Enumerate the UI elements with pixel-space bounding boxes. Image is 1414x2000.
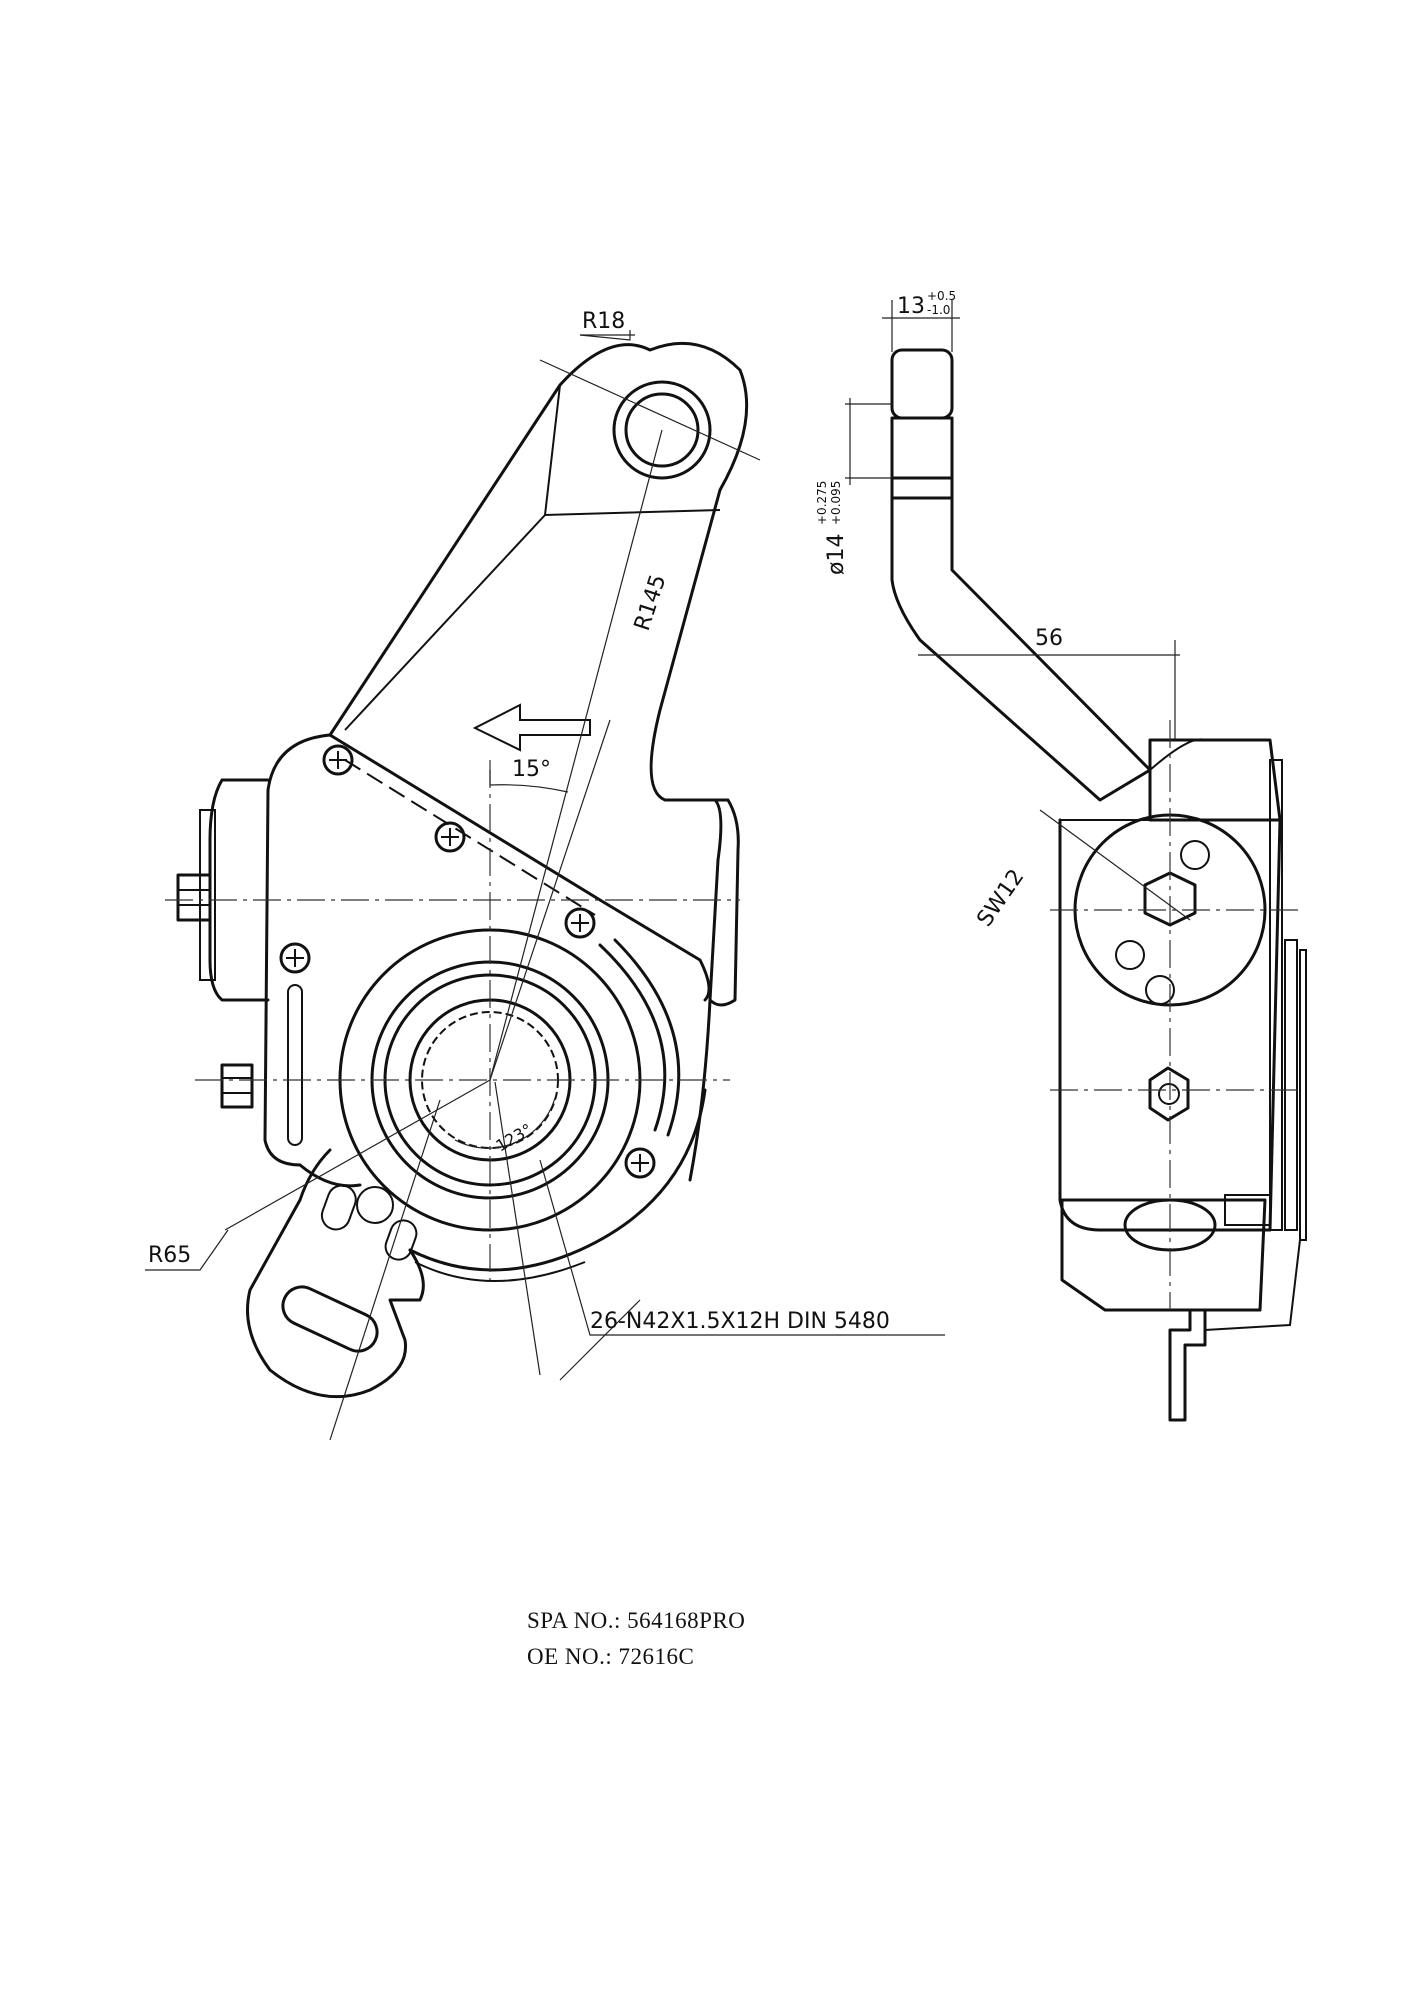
disc-hole-3 (1145, 975, 1175, 1005)
worm-housing (208, 778, 270, 1002)
bracket-hole (356, 1186, 394, 1224)
eye-section-top (890, 348, 954, 420)
eye-outer (612, 380, 712, 480)
screw-5 (624, 1147, 656, 1179)
dim-thickness-lower-tol: -1.0 (927, 303, 950, 317)
dim-bore-14: ø14 (824, 534, 849, 575)
angle-123-arc (454, 1097, 556, 1149)
bracket-slot (281, 1285, 379, 1353)
r65-line (224, 1079, 491, 1231)
disc-hole-2 (1115, 940, 1145, 970)
housing-bottom-flange (414, 1261, 586, 1282)
dim-r18: R18 (582, 309, 625, 334)
dim-bore-lower-tol: +0.095 (829, 481, 843, 525)
dim-sw12: SW12 (972, 865, 1029, 932)
lever-arm-outline (328, 341, 749, 862)
dim-angle-15: 15° (512, 757, 551, 782)
screw-4 (279, 942, 311, 974)
dim-bore-upper-tol: +0.275 (815, 481, 829, 525)
side-plate-2 (1284, 939, 1298, 1231)
disc-hole-1 (1180, 840, 1210, 870)
housing-bottom (298, 1088, 707, 1272)
eye-bushing (624, 392, 700, 468)
bracket-slot-2 (320, 1184, 357, 1231)
bracket-slot-3 (384, 1219, 418, 1261)
side-arm-profile (890, 496, 1152, 802)
screw-3 (564, 907, 596, 939)
dim-spline: 26-N42X1.5X12H DIN 5480 (590, 1309, 890, 1334)
cover-plate-dash (344, 759, 596, 916)
cover-plate-edge (328, 733, 711, 1002)
dim-thickness-13: 13 (897, 294, 925, 319)
gear-slot-2 (613, 938, 681, 1137)
front-view: R18 R145 15° 123° R65 26-N42X1.5X12H DIN… (145, 309, 945, 1441)
bottom-section (1060, 1198, 1267, 1312)
side-nut (1148, 1066, 1190, 1122)
side-view: 13 +0.5 -1.0 ø14 +0.275 +0.095 56 SW12 (815, 289, 1307, 1422)
left-slot (287, 984, 303, 1146)
screw-1 (322, 744, 354, 776)
angle-15-arc (489, 784, 569, 793)
side-plate (1269, 759, 1283, 1231)
spa-number-caption: SPA NO.: 564168PRO (527, 1608, 746, 1633)
dim-thickness-upper-tol: +0.5 (927, 289, 956, 303)
screw-2 (434, 821, 466, 853)
worm-cap (199, 809, 216, 981)
adjust-hex-bolt (176, 873, 212, 922)
eye-bore (890, 416, 954, 480)
dim-r145: R145 (630, 572, 671, 634)
eye-section-bottom (890, 476, 954, 500)
lower-nut (220, 1063, 254, 1109)
right-cap (708, 798, 740, 1007)
sw12-leader (1039, 809, 1191, 921)
anchor-bracket (246, 1148, 425, 1399)
bottom-bracket (1168, 1308, 1207, 1422)
housing-outline (263, 733, 720, 1182)
spline-leader (539, 1159, 945, 1336)
direction-arrow (472, 703, 591, 752)
oe-number-caption: OE NO.: 72616C (527, 1644, 695, 1669)
gear-slot (598, 943, 667, 1132)
r145-line (489, 429, 663, 1081)
arm-inner-edge (344, 514, 546, 731)
dim-offset-56: 56 (1035, 626, 1063, 651)
dim-r65: R65 (148, 1243, 191, 1268)
